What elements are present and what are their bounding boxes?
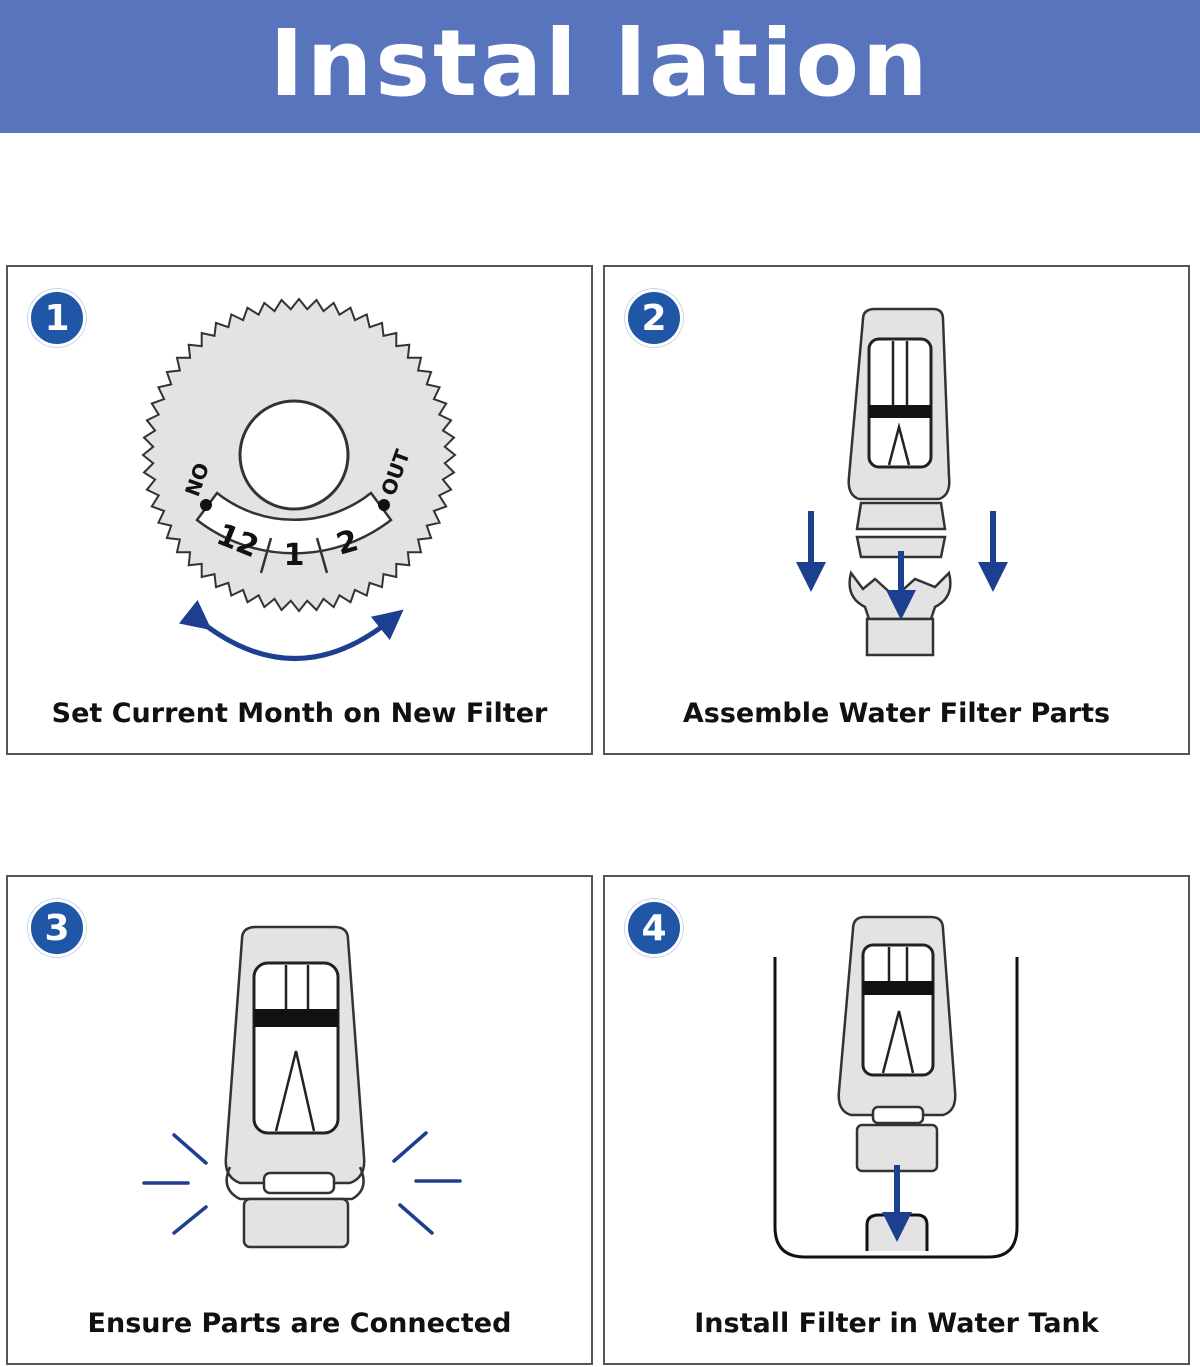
- on-dot-icon: [200, 499, 212, 511]
- rotate-arrow-icon: [178, 599, 404, 661]
- month-label-1: 1: [284, 538, 305, 573]
- filter-base: [855, 1123, 939, 1173]
- step-4-caption: Install Filter in Water Tank: [694, 1308, 1099, 1339]
- step-1-caption: Set Current Month on New Filter: [51, 698, 548, 729]
- month-dial-illustration: 12 1 2 ON OUT: [141, 297, 457, 661]
- step-2-caption: Assemble Water Filter Parts: [682, 698, 1111, 729]
- assemble-parts-illustration: [796, 307, 1008, 657]
- connector-piece: [855, 501, 947, 531]
- step-3-card: 3 Ensure Parts are Connected: [6, 875, 593, 1365]
- step-1-card: 1 12 1 2 ON OUT Set Current Month on New…: [6, 265, 593, 755]
- header-banner: Instal lation: [0, 0, 1200, 133]
- step-2-card: 2 Assemble Water Filter Parts: [603, 265, 1190, 755]
- out-dot-icon: [378, 499, 390, 511]
- step-4-badge: 4: [625, 899, 683, 957]
- step-1-badge: 1: [28, 289, 86, 347]
- step-3-caption: Ensure Parts are Connected: [87, 1308, 512, 1339]
- connected-filter-illustration: [142, 925, 462, 1249]
- month-window: [195, 491, 393, 555]
- filter-window: [861, 943, 935, 1077]
- step-4-card: 4 Install Filter in Water Tank: [603, 875, 1190, 1365]
- install-in-tank-illustration: [773, 915, 1019, 1259]
- step-2-badge: 2: [625, 289, 683, 347]
- connection-lines-icon: [142, 1131, 462, 1235]
- filter-window: [252, 961, 340, 1135]
- dial-center-hole: [238, 399, 350, 511]
- water-tank: [773, 957, 1019, 1259]
- filter-base: [242, 1197, 350, 1249]
- filter-window: [867, 337, 933, 469]
- page-title: Instal lation: [269, 9, 931, 117]
- step-3-badge: 3: [28, 899, 86, 957]
